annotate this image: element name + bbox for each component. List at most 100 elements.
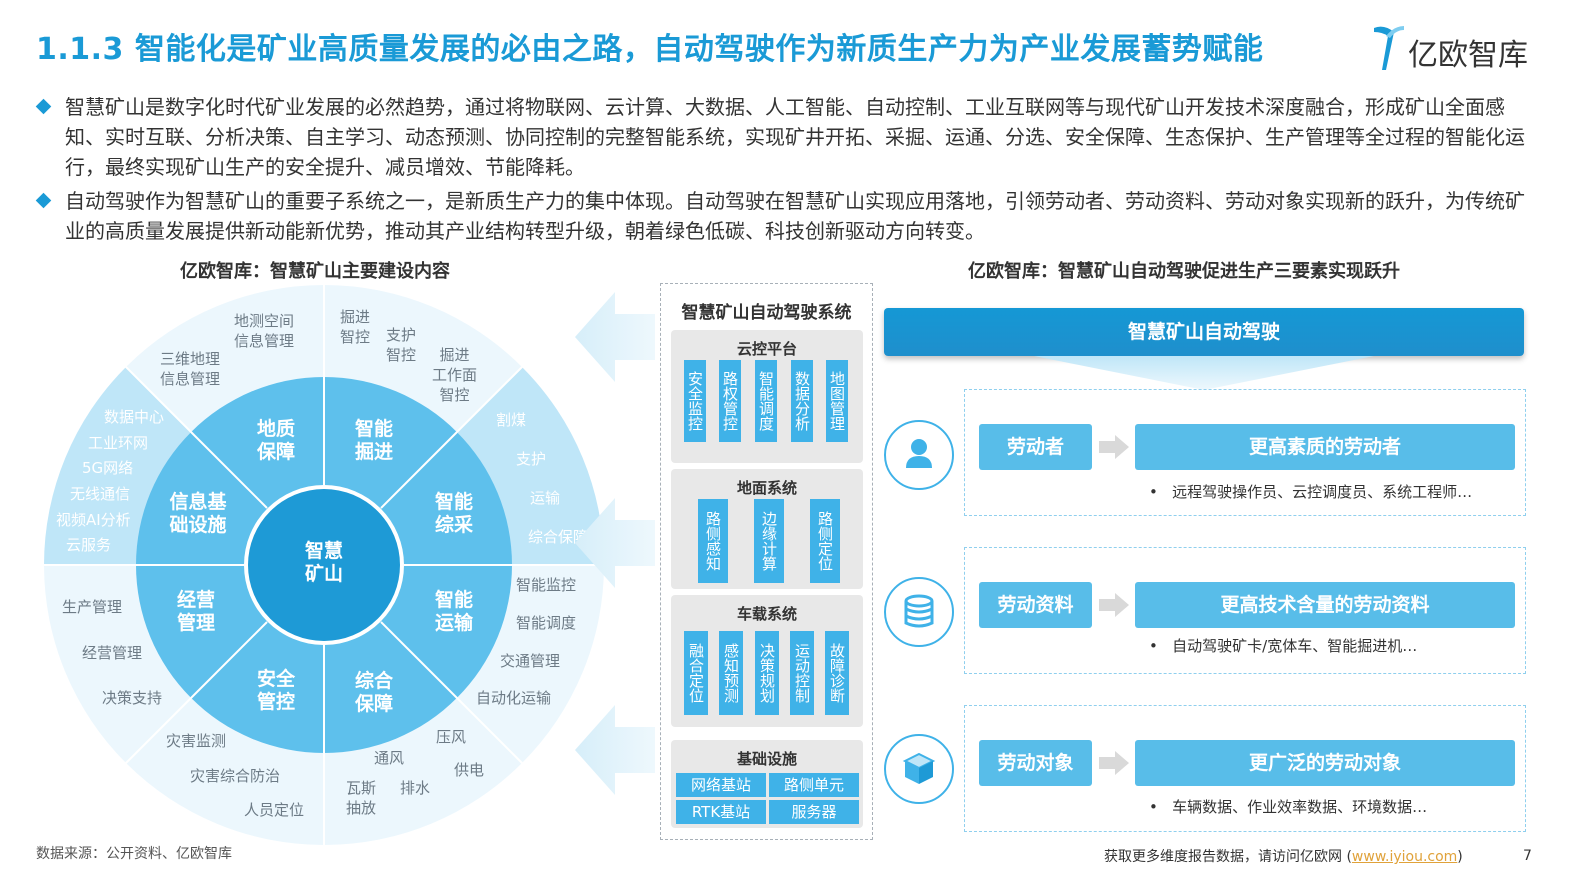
ground-item: 边缘计算 bbox=[754, 499, 784, 583]
outer-label: 掘进 工作面 智控 bbox=[432, 346, 478, 404]
element-desc-text: 远程驾驶操作员、云控调度员、系统工程师… bbox=[1172, 483, 1473, 501]
element-desc: • 自动驾驶矿卡/宽体车、智能掘进机… bbox=[1149, 637, 1418, 655]
sector-safety: 安全 管控 bbox=[256, 668, 295, 713]
ground-item: 路侧感知 bbox=[698, 499, 728, 583]
cloud-item: 地图管理 bbox=[826, 360, 848, 442]
outer-label: 人员定位 bbox=[244, 801, 305, 819]
vehicle-item: 融合定位 bbox=[684, 631, 708, 715]
element-desc: • 车辆数据、作业效率数据、环境数据… bbox=[1149, 798, 1428, 816]
cloud-item: 路权管控 bbox=[719, 360, 741, 442]
worker-icon bbox=[884, 420, 954, 490]
autonomous-banner: 智慧矿山自动驾驶 bbox=[884, 308, 1524, 356]
footer-link[interactable]: www.iyiou.com bbox=[1351, 849, 1458, 865]
outer-label: 工业环网 bbox=[88, 434, 149, 452]
mine-wheel-diagram bbox=[42, 283, 606, 847]
arrow-right-icon bbox=[1099, 593, 1129, 617]
vehicle-item: 故障诊断 bbox=[825, 631, 849, 715]
sector-mining: 智能 综采 bbox=[434, 491, 473, 536]
ground-system-panel: 地面系统 路侧感知 边缘计算 路侧定位 bbox=[671, 469, 863, 589]
cloud-item: 智能调度 bbox=[755, 360, 777, 442]
element-label: 劳动对象 bbox=[979, 740, 1092, 786]
base-item: 网络基站 bbox=[676, 773, 766, 797]
cloud-item: 安全监控 bbox=[684, 360, 706, 442]
outer-label: 交通管理 bbox=[500, 652, 561, 670]
element-row bbox=[964, 547, 1526, 674]
sector-tunneling: 智能 掘进 bbox=[354, 418, 393, 463]
base-item: RTK基站 bbox=[676, 800, 766, 824]
sector-support: 综合 保障 bbox=[354, 670, 393, 715]
sector-business: 经营 管理 bbox=[176, 589, 215, 634]
outer-label: 通风 bbox=[374, 749, 405, 767]
outer-label: 数据中心 bbox=[104, 408, 165, 426]
cloud-item: 数据分析 bbox=[791, 360, 813, 442]
element-label: 劳动者 bbox=[979, 424, 1092, 470]
vehicle-item: 决策规划 bbox=[755, 631, 779, 715]
arrow-left-icon bbox=[575, 292, 655, 382]
outer-label: 压风 bbox=[436, 728, 467, 746]
outer-label: 支护 智控 bbox=[386, 326, 417, 364]
arrow-right-icon bbox=[1099, 751, 1129, 775]
arrow-left-icon bbox=[575, 498, 655, 588]
page-number: 7 bbox=[1523, 848, 1532, 864]
database-icon bbox=[884, 577, 954, 647]
autonomous-system-panel: 智慧矿山自动驾驶系统 云控平台 安全监控 路权管控 智能调度 数据分析 地图管理… bbox=[660, 283, 873, 840]
ground-item: 路侧定位 bbox=[810, 499, 840, 583]
element-row bbox=[964, 389, 1526, 516]
outer-label: 智能调度 bbox=[516, 614, 577, 632]
system-title: 智慧矿山自动驾驶系统 bbox=[681, 303, 852, 323]
outer-label: 云服务 bbox=[66, 536, 112, 554]
base-item: 服务器 bbox=[769, 800, 859, 824]
panel-title: 云控平台 bbox=[736, 340, 797, 358]
vehicle-system-panel: 车载系统 融合定位 感知预测 决策规划 运动控制 故障诊断 bbox=[671, 595, 863, 727]
panel-title: 基础设施 bbox=[736, 750, 797, 768]
logo-text: 亿欧智库 bbox=[1408, 38, 1528, 73]
cube-icon bbox=[884, 734, 954, 804]
outer-label: 灾害监测 bbox=[166, 732, 227, 750]
bullet-2: 自动驾驶作为智慧矿山的重要子系统之一，是新质生产力的集中体现。自动驾驶在智慧矿山… bbox=[35, 186, 1538, 246]
outer-label: 生产管理 bbox=[62, 598, 123, 616]
sector-geology: 地质 保障 bbox=[256, 418, 295, 463]
panel-title: 地面系统 bbox=[736, 479, 797, 497]
element-desc-text: 车辆数据、作业效率数据、环境数据… bbox=[1172, 798, 1428, 816]
outer-label: 自动化运输 bbox=[476, 689, 552, 707]
wheel-center-label: 智慧 矿山 bbox=[304, 540, 343, 585]
outer-label: 综合保障 bbox=[528, 528, 589, 546]
logo-mark-icon bbox=[1374, 26, 1404, 71]
element-desc: • 远程驾驶操作员、云控调度员、系统工程师… bbox=[1149, 483, 1473, 501]
footer-cta: 获取更多维度报告数据，请访问亿欧网 (www.iyiou.com) bbox=[1104, 846, 1463, 866]
panel-title: 车载系统 bbox=[736, 605, 797, 623]
footer-cta-text: 获取更多维度报告数据，请访问亿欧网 ( bbox=[1104, 849, 1352, 865]
bullet-text: 自动驾驶作为智慧矿山的重要子系统之一，是新质生产力的集中体现。自动驾驶在智慧矿山… bbox=[65, 189, 1525, 243]
outer-label: 视频AI分析 bbox=[56, 511, 131, 529]
outer-label: 5G网络 bbox=[82, 459, 134, 477]
left-chart-title: 亿欧智库：智慧矿山主要建设内容 bbox=[180, 261, 450, 282]
outer-label: 无线通信 bbox=[70, 485, 131, 503]
element-desc-text: 自动驾驶矿卡/宽体车、智能掘进机… bbox=[1172, 637, 1418, 655]
outer-label: 三维地理 信息管理 bbox=[160, 350, 221, 388]
element-row bbox=[964, 705, 1526, 832]
arrow-left-icon bbox=[575, 705, 655, 795]
outer-label: 割煤 bbox=[496, 411, 527, 429]
outer-label: 智能监控 bbox=[516, 576, 577, 594]
sector-infra: 信息基 础设施 bbox=[169, 491, 227, 536]
data-source: 数据来源：公开资料、亿欧智库 bbox=[36, 846, 232, 862]
outer-label: 瓦斯 抽放 bbox=[346, 779, 377, 817]
element-label: 劳动资料 bbox=[979, 582, 1092, 628]
bullet-text: 智慧矿山是数字化时代矿业发展的必然趋势，通过将物联网、云计算、大数据、人工智能、… bbox=[65, 95, 1525, 179]
outer-label: 供电 bbox=[454, 761, 485, 779]
page-title: 1.1.3 智能化是矿业高质量发展的必由之路，自动驾驶作为新质生产力为产业发展蓄… bbox=[36, 32, 1264, 67]
outer-label: 排水 bbox=[400, 779, 431, 797]
element-result: 更高素质的劳动者 bbox=[1135, 424, 1515, 470]
logo: 亿欧智库 bbox=[1372, 22, 1542, 73]
diamond-bullet-icon bbox=[35, 192, 52, 209]
outer-label: 掘进 智控 bbox=[340, 308, 371, 346]
vehicle-item: 感知预测 bbox=[719, 631, 743, 715]
arrow-right-icon bbox=[1099, 435, 1129, 459]
footer-cta-end: ) bbox=[1457, 849, 1463, 865]
diamond-bullet-icon bbox=[35, 98, 52, 115]
outer-label: 经营管理 bbox=[82, 644, 143, 662]
funnel-triangle-icon bbox=[1034, 356, 1374, 390]
outer-label: 地测空间 信息管理 bbox=[234, 312, 295, 350]
sector-transport: 智能 运输 bbox=[434, 589, 473, 634]
outer-label: 决策支持 bbox=[102, 689, 163, 707]
